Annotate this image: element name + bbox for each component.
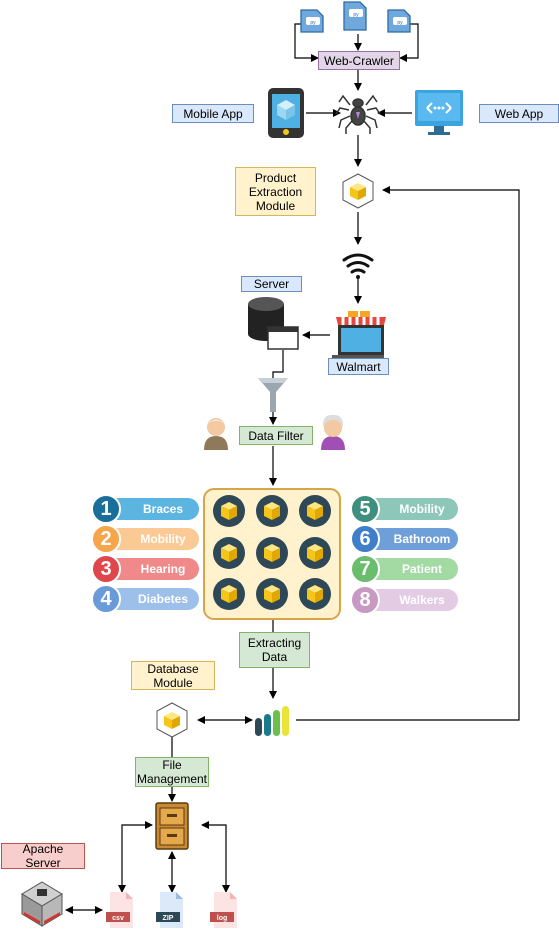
category-cube-icon — [256, 578, 288, 610]
log-file-icon: log — [210, 892, 237, 928]
svg-text:py: py — [310, 20, 316, 26]
wifi-icon — [342, 253, 374, 279]
funnel-icon — [258, 378, 288, 412]
svg-text:py: py — [353, 12, 359, 18]
server-label: Server — [241, 276, 302, 292]
python-doc-icon-1: py — [300, 9, 324, 33]
category-pill-walkers: Walkers — [360, 589, 458, 611]
category-cube-icon — [213, 578, 245, 610]
csv-file-label: csv — [112, 915, 124, 922]
database-module-cube-icon — [156, 702, 188, 738]
category-pill-hearing: Hearing — [101, 558, 199, 580]
category-number-badge: 7 — [350, 554, 380, 584]
category-cube-icon — [299, 495, 331, 527]
csv-file-icon: csv — [106, 892, 133, 928]
category-cube-icon — [213, 537, 245, 569]
category-cube-icon — [256, 495, 288, 527]
walmart-store-icon — [332, 311, 386, 358]
product-module-cube-icon — [342, 173, 374, 209]
category-number-badge: 8 — [350, 585, 380, 615]
category-grid — [203, 488, 341, 620]
mobile-app-label: Mobile App — [172, 104, 254, 123]
category-number-badge: 3 — [91, 554, 121, 584]
category-number-badge: 6 — [350, 524, 380, 554]
mobile-phone-icon — [268, 88, 304, 138]
svg-text:py: py — [397, 20, 403, 26]
category-pill-diabetes: Diabetes — [101, 588, 199, 610]
product-extraction-module-label: Product Extraction Module — [235, 167, 316, 216]
python-doc-icon-3: py — [387, 9, 411, 33]
zip-file-label: ZIP — [163, 915, 174, 922]
web-app-label: Web App — [479, 104, 559, 123]
category-cube-icon — [299, 578, 331, 610]
spider-icon — [335, 94, 381, 134]
web-app-monitor-icon — [415, 90, 463, 135]
log-file-label: log — [217, 915, 228, 922]
server-database-icon — [248, 297, 299, 350]
category-cube-icon — [256, 537, 288, 569]
category-pill-patient: Patient — [360, 558, 458, 580]
apache-server-icon — [21, 881, 63, 927]
category-number-badge: 1 — [91, 494, 121, 524]
database-module-label: Database Module — [131, 661, 215, 690]
category-pill-mobility: Mobility — [360, 498, 458, 520]
category-cube-icon — [213, 495, 245, 527]
connectors — [65, 23, 520, 914]
file-management-label: File Management — [135, 757, 209, 787]
category-pill-braces: Braces — [101, 498, 199, 520]
category-number-badge: 4 — [91, 584, 121, 614]
elderly-man-icon — [204, 418, 228, 450]
zip-file-icon: ZIP — [156, 892, 183, 928]
python-doc-icon-2: py — [343, 1, 367, 31]
walmart-label: Walmart — [328, 358, 389, 375]
category-number-badge: 2 — [91, 524, 121, 554]
bar-chart-icon — [255, 706, 289, 736]
category-number-badge: 5 — [350, 494, 380, 524]
elderly-woman-icon — [321, 414, 345, 450]
file-cabinet-icon — [155, 802, 189, 850]
apache-server-label: Apache Server — [1, 842, 85, 870]
extracting-data-label: Extracting Data — [239, 632, 310, 668]
web-crawler-label: Web-Crawler — [318, 51, 400, 70]
category-pill-bathroom: Bathroom — [360, 528, 458, 550]
category-pill-mobility: Mobility — [101, 528, 199, 550]
category-cube-icon — [299, 537, 331, 569]
data-filter-label: Data Filter — [239, 426, 313, 445]
